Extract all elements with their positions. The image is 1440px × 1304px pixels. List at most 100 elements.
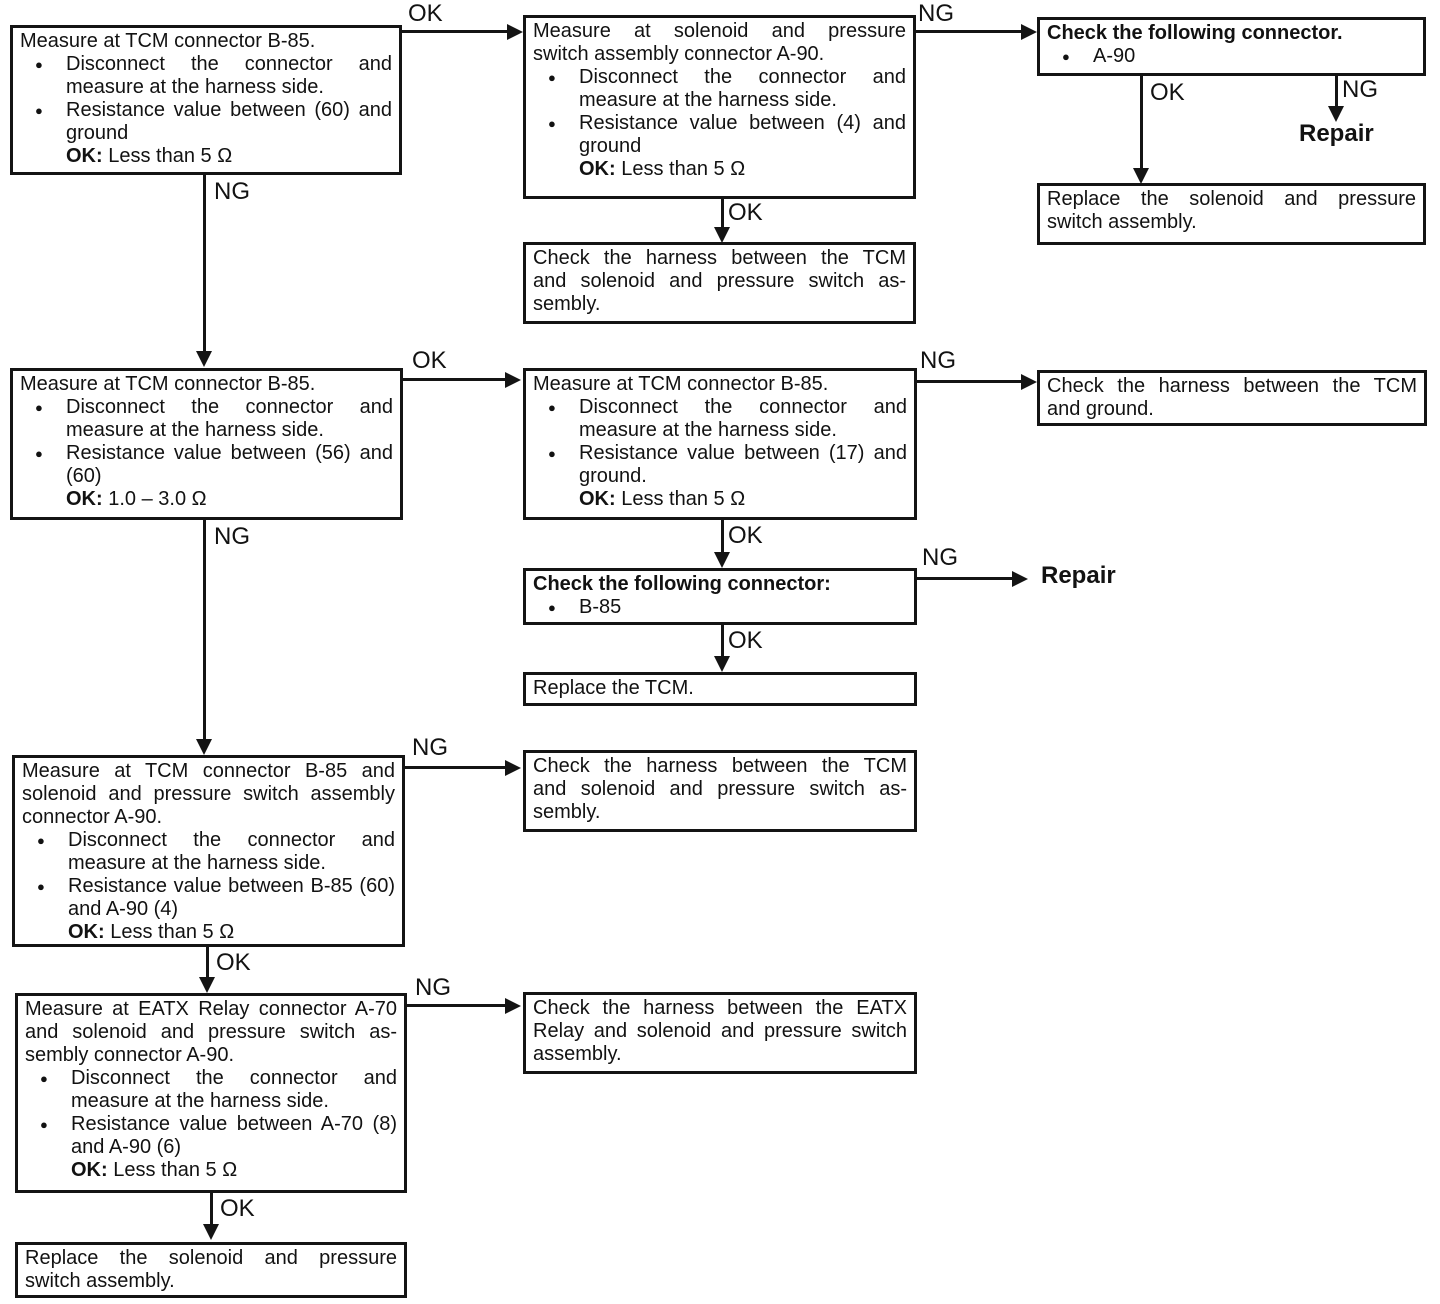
box-check-connector-a90: Check the following connector.●A-90 (1037, 17, 1426, 76)
spec-value: Less than 5 Ω (108, 145, 233, 167)
text-line: Check the harness between the TCM (1047, 375, 1417, 397)
text-line: Resistance value between (56) and (66, 442, 393, 464)
bullet-icon: ● (35, 57, 43, 72)
bullet-icon: ● (37, 879, 45, 894)
edge-label-ok: OK (728, 199, 763, 226)
text-line: sembly connector A-90. (25, 1044, 234, 1066)
connector-line (917, 577, 1012, 580)
text-line: Relay and solenoid and pressure switch (533, 1020, 907, 1042)
connector-line (405, 766, 505, 769)
arrowhead-right-icon (1021, 24, 1037, 40)
bullet-icon: ● (548, 600, 556, 615)
box-check-connector-b85: Check the following connector: ● B-85 (523, 568, 917, 625)
text-line: Resistance value between B-85 (60) (68, 875, 395, 897)
box-title: Measure at TCM connector B-85. (20, 30, 392, 53)
arrowhead-down-icon (1133, 168, 1149, 184)
text-line: switch assembly. (1047, 211, 1197, 233)
arrowhead-right-icon (1012, 571, 1028, 587)
edge-label-ng: NG (214, 178, 250, 205)
arrowhead-right-icon (507, 24, 523, 40)
bullet-icon: ● (548, 70, 556, 85)
text-line: ground (66, 122, 129, 144)
spec-line: OK: Less than 5 Ω (71, 1159, 397, 1182)
connector-line (407, 1004, 505, 1007)
box-title: Check the following connector: (533, 573, 907, 596)
text-line: Disconnect the connector and (579, 66, 906, 88)
spec-label: OK: (579, 158, 616, 180)
text-line: and A-90 (4) (68, 898, 179, 920)
arrowhead-down-icon (199, 977, 215, 993)
bullet-icon: ● (35, 446, 43, 461)
text-line: solenoid and pressure switch assembly (22, 783, 395, 805)
text-line: Check the harness between the TCM (533, 247, 906, 269)
arrowhead-down-icon (196, 351, 212, 367)
edge-label-ng: NG (415, 974, 451, 1001)
text-line: A-90 (1093, 45, 1136, 67)
bullet-item: ● B-85 (533, 596, 907, 619)
box-measure-tcm-b85-pin60-ground: Measure at TCM connector B-85. ● Disconnec… (10, 25, 402, 175)
connector-line (721, 198, 724, 229)
text-line: Resistance value between (17) and (579, 442, 907, 464)
edge-label-ok: OK (1150, 79, 1185, 106)
edge-label-ok: OK (216, 949, 251, 976)
text-line: measure at the harness side. (71, 1090, 329, 1112)
text-line: Measure at TCM connector B-85 and (22, 760, 395, 782)
bullet-text: B-85 (579, 596, 907, 619)
connector-line (1335, 75, 1338, 108)
text-line: measure at the harness side. (66, 76, 324, 98)
spec-label: OK: (66, 145, 103, 167)
bullet-item: ● Resistance value between B-85 (60)and A… (22, 875, 395, 921)
bullet-text: A-90 (1093, 45, 1416, 68)
spec-label: OK: (66, 488, 103, 510)
connector-line (203, 520, 206, 741)
connector-line (916, 30, 1021, 33)
spec-value: Less than 5 Ω (621, 488, 746, 510)
edge-label-ok: OK (408, 0, 443, 27)
box-title: Measure at TCM connector B-85. (533, 373, 907, 396)
spec-line: OK: Less than 5 Ω (66, 145, 392, 168)
text-line: Disconnect the connector and (66, 53, 392, 75)
edge-label-ok: OK (412, 347, 447, 374)
box-title: Check the following connector. (1047, 22, 1416, 45)
text-line: and solenoid and pressure switch as- (25, 1021, 397, 1043)
bullet-icon: ● (548, 116, 556, 131)
text-line: Resistance value between A-70 (8) (71, 1113, 397, 1135)
bullet-icon: ● (40, 1071, 48, 1086)
text-line: and solenoid and pressure switch as- (533, 778, 907, 800)
bullet-icon: ● (35, 103, 43, 118)
arrowhead-down-icon (714, 227, 730, 243)
edge-label-ng: NG (918, 0, 954, 27)
text-line: measure at the harness side. (68, 852, 326, 874)
bullet-text: Resistance value between (56) and(60) (66, 442, 393, 488)
connector-line (206, 947, 209, 979)
connector-line (721, 625, 724, 658)
text-line: measure at the harness side. (579, 419, 837, 441)
box-text: Replace the TCM. (533, 677, 907, 700)
text-line: Disconnect the connector and (66, 396, 393, 418)
text-line: Measure at TCM connector B-85. (20, 30, 316, 52)
text-line: measure at the harness side. (66, 419, 324, 441)
text-line: sembly. (533, 293, 601, 315)
edge-label-ng: NG (412, 734, 448, 761)
text-line: and solenoid and pressure switch as- (533, 270, 906, 292)
text-line: Disconnect the connector and (579, 396, 907, 418)
arrowhead-down-icon (714, 656, 730, 672)
text-line: assembly. (533, 1043, 622, 1065)
spec-line: OK: Less than 5 Ω (579, 488, 907, 511)
spec-label: OK: (68, 921, 105, 943)
text-line: Replace the solenoid and pressure (25, 1247, 397, 1269)
